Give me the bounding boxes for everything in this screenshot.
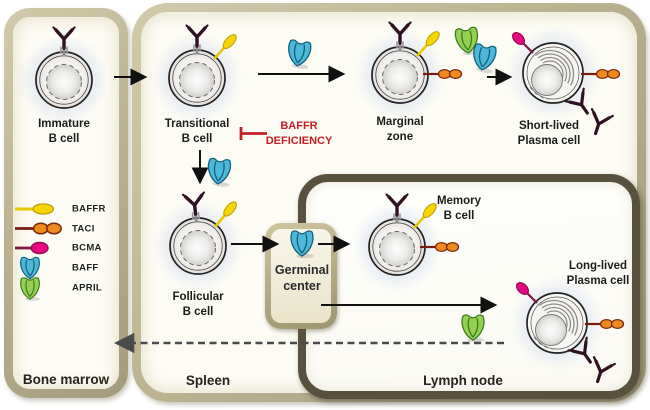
baff-ligand-icon: [206, 157, 233, 188]
inhibition-bar-icon: [239, 127, 267, 140]
baff-ligand-icon: [469, 42, 499, 75]
marginal-zone-bcell-graphic: [354, 20, 463, 121]
bcma-receptor-icon: [13, 241, 50, 255]
transitional-bcell-graphic: [151, 23, 243, 124]
baff-ligand-icon: [285, 38, 313, 71]
spleen-region-label: Spleen: [185, 373, 231, 389]
bone-marrow-region-label: Bone marrow: [22, 372, 110, 388]
baffr-receptor-icon: [13, 202, 55, 216]
legend-label-april: APRIL: [72, 282, 102, 293]
baff-ligand-icon: [290, 230, 315, 259]
taci-receptor-icon: [13, 221, 63, 236]
long-lived-plasma-cell-graphic: [510, 276, 625, 387]
legend-swatches: [13, 202, 63, 302]
legend-label-baff: BAFF: [72, 262, 99, 273]
lymph-node-region-label: Lymph node: [423, 373, 503, 389]
baff-ligand-icon: [20, 256, 41, 282]
legend-label-taci: TACI: [72, 223, 95, 234]
secreted-antibody-icon: [583, 107, 615, 139]
april-ligand-icon: [461, 314, 486, 343]
follicular-bcell-graphic: [152, 190, 244, 292]
april-ligand-icon: [20, 277, 41, 302]
legend-label-baffr: BAFFR: [72, 203, 106, 215]
immature-bcell-graphic: [18, 25, 110, 126]
legend-label-bcma: BCMA: [72, 242, 102, 254]
